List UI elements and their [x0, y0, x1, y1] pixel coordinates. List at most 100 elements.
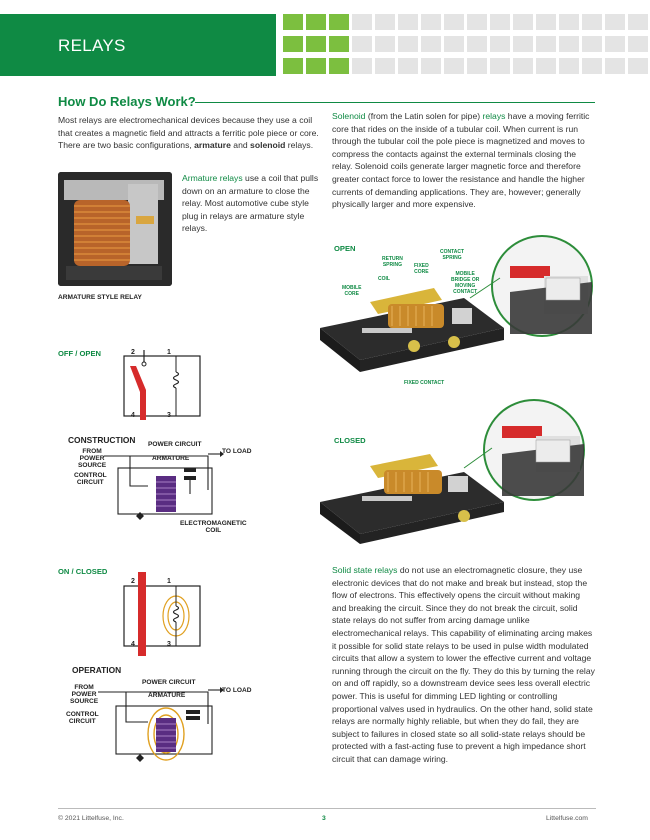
construction-schematic	[104, 451, 224, 520]
grid-cell	[352, 36, 372, 52]
grid-cell	[329, 36, 349, 52]
grid-cell	[628, 58, 648, 74]
grid-cell	[490, 58, 510, 74]
pin-2-label: 2	[131, 349, 135, 356]
construction-label: CONSTRUCTION	[68, 435, 136, 445]
off-open-label: OFF / OPEN	[58, 349, 102, 358]
grid-cell	[398, 14, 418, 30]
grid-cell	[559, 58, 579, 74]
pin-3-label: 3	[167, 412, 171, 419]
armature-relay-photo	[58, 172, 172, 286]
grid-cell	[421, 36, 441, 52]
power-circuit-label-op: POWER CIRCUIT	[142, 679, 196, 686]
grid-cell	[582, 14, 602, 30]
header-bar	[0, 14, 276, 76]
to-load-label: TO LOAD	[222, 448, 252, 455]
grid-cell	[490, 36, 510, 52]
grid-cell	[398, 58, 418, 74]
grid-cell	[283, 58, 303, 74]
power-circuit-label: POWER CIRCUIT	[148, 441, 202, 448]
grid-cell	[582, 36, 602, 52]
grid-cell	[536, 14, 556, 30]
solenoid-closed-label: CLOSED	[334, 436, 366, 445]
grid-cell	[628, 36, 648, 52]
grid-cell	[559, 36, 579, 52]
grid-cell	[375, 36, 395, 52]
to-load-label-op: TO LOAD	[222, 687, 252, 694]
grid-cell	[421, 14, 441, 30]
grid-cell	[467, 58, 487, 74]
pin-1-label-closed: 1	[167, 578, 171, 585]
page-title: RELAYS	[58, 36, 126, 55]
grid-cell	[375, 58, 395, 74]
solenoid-open-illustration	[320, 235, 593, 372]
title-divider	[195, 102, 595, 103]
grid-cell	[559, 14, 579, 30]
grid-cell	[306, 14, 326, 30]
grid-cell	[421, 58, 441, 74]
operation-label: OPERATION	[72, 665, 122, 675]
grid-cell	[513, 14, 533, 30]
footer-divider	[58, 808, 596, 809]
footer-copyright: © 2021 Littelfuse, Inc.	[58, 815, 124, 822]
armature-caption: ARMATURE STYLE RELAY	[58, 294, 142, 301]
grid-cell	[306, 36, 326, 52]
pin-1-label: 1	[167, 349, 171, 356]
grid-cell	[283, 36, 303, 52]
fixed-contact-label: FIXED CONTACT	[404, 380, 445, 386]
grid-cell	[467, 14, 487, 30]
closed-schematic	[123, 572, 201, 656]
grid-cell	[513, 36, 533, 52]
grid-cell	[444, 36, 464, 52]
pin-4-label-closed: 4	[131, 641, 135, 648]
section-title: How Do Relays Work?	[58, 94, 196, 109]
grid-cell	[605, 36, 625, 52]
intro-paragraph: Most relays are electromechanical device…	[58, 115, 319, 151]
grid-cell	[398, 36, 418, 52]
grid-cell	[329, 14, 349, 30]
grid-cell	[444, 14, 464, 30]
grid-cell	[628, 14, 648, 30]
grid-cell	[329, 58, 349, 74]
grid-cell	[375, 14, 395, 30]
decorative-grid	[283, 14, 650, 76]
pin-4-label: 4	[131, 412, 135, 419]
pin-3-label-closed: 3	[167, 641, 171, 648]
grid-cell	[605, 58, 625, 74]
pin-2-label-closed: 2	[131, 578, 135, 585]
grid-cell	[306, 58, 326, 74]
grid-cell	[536, 36, 556, 52]
grid-cell	[605, 14, 625, 30]
solenoid-closed-illustration	[320, 399, 585, 544]
grid-cell	[352, 14, 372, 30]
armature-label-op: ARMATURE	[148, 692, 186, 699]
solenoid-paragraph: Solenoid (from the Latin solen for pipe)…	[332, 111, 590, 210]
operation-schematic	[98, 687, 224, 762]
coil-label: COIL	[378, 276, 390, 282]
grid-cell	[467, 36, 487, 52]
grid-cell	[536, 58, 556, 74]
open-schematic	[123, 350, 201, 420]
solid-state-paragraph: Solid state relays do not use an electro…	[332, 565, 595, 764]
on-closed-label: ON / CLOSED	[58, 567, 108, 576]
solenoid-open-label: OPEN	[334, 244, 356, 253]
grid-cell	[582, 58, 602, 74]
armature-paragraph: Armature relays use a coil that pulls do…	[182, 173, 319, 234]
grid-cell	[490, 14, 510, 30]
grid-cell	[513, 58, 533, 74]
grid-cell	[283, 14, 303, 30]
grid-cell	[352, 58, 372, 74]
footer-site: Littelfuse.com	[546, 815, 588, 822]
page-number: 3	[322, 815, 326, 822]
grid-cell	[444, 58, 464, 74]
